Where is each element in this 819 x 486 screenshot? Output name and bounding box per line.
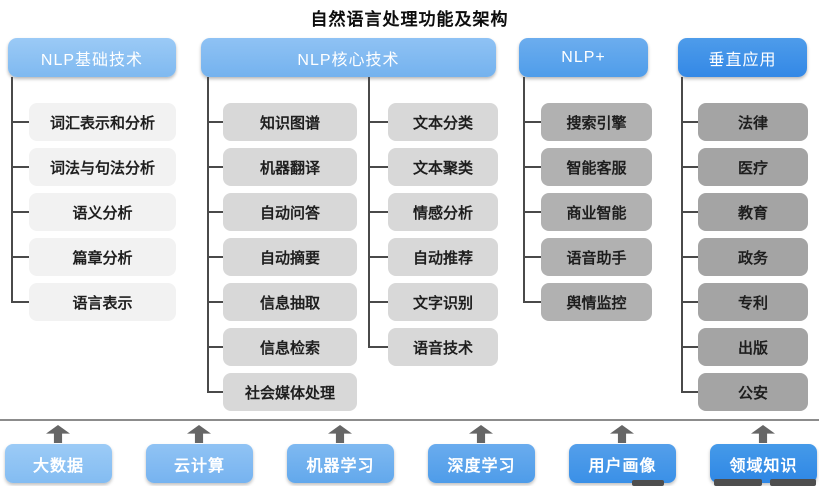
tree-node: 词法与句法分析 [11,148,176,186]
up-arrow-icon [610,425,634,443]
nlp-core-left-list: 知识图谱 机器翻译 自动问答 自动摘要 信息抽取 信息检索 社会媒体处理 [207,103,357,411]
connector-vline [207,77,209,392]
tree-node: 智能客服 [523,148,652,186]
foundation-box: 领域知识 [710,444,817,483]
tree-node: 政务 [681,238,808,276]
tree-node: 文本聚类 [368,148,498,186]
connector-vline [523,77,525,302]
tree-node: 信息检索 [207,328,357,366]
connector-vline [11,77,13,302]
tree-node: 舆情监控 [523,283,652,321]
tree-node: 机器翻译 [207,148,357,186]
vertical-apps-list: 法律 医疗 教育 政务 专利 出版 公安 [681,103,808,411]
foundation-box: 机器学习 [287,444,394,483]
column-header-nlp-plus: NLP+ [519,38,648,77]
watermark-fragment [632,480,664,486]
tree-node: 文本分类 [368,103,498,141]
tree-node: 教育 [681,193,808,231]
tree-node: 商业智能 [523,193,652,231]
tree-node: 篇章分析 [11,238,176,276]
tree-node: 自动摘要 [207,238,357,276]
divider-line [0,419,819,421]
up-arrow-icon [328,425,352,443]
tree-node: 公安 [681,373,808,411]
column-header-nlp-core: NLP核心技术 [201,38,496,77]
nlp-basic-list: 词汇表示和分析 词法与句法分析 语义分析 篇章分析 语言表示 [11,103,176,321]
tree-node: 专利 [681,283,808,321]
foundation-box: 大数据 [5,444,112,483]
column-header-vertical-apps: 垂直应用 [678,38,807,77]
tree-node: 出版 [681,328,808,366]
tree-node: 社会媒体处理 [207,373,357,411]
nlp-plus-list: 搜索引擎 智能客服 商业智能 语音助手 舆情监控 [523,103,652,321]
watermark-fragment [770,479,816,486]
tree-node: 语义分析 [11,193,176,231]
tree-node: 语言表示 [11,283,176,321]
tree-node: 法律 [681,103,808,141]
tree-node: 自动推荐 [368,238,498,276]
tree-node: 语音技术 [368,328,498,366]
up-arrow-icon [187,425,211,443]
diagram-title: 自然语言处理功能及架构 [310,10,509,29]
up-arrow-icon [751,425,775,443]
watermark-fragment [714,479,762,486]
tree-node: 搜索引擎 [523,103,652,141]
up-arrow-icon [46,425,70,443]
connector-vline [681,77,683,392]
foundation-box: 云计算 [146,444,253,483]
tree-node: 文字识别 [368,283,498,321]
tree-node: 信息抽取 [207,283,357,321]
tree-node: 情感分析 [368,193,498,231]
column-header-nlp-basic: NLP基础技术 [8,38,176,77]
foundation-box: 用户画像 [569,444,676,483]
tree-node: 语音助手 [523,238,652,276]
up-arrow-icon [469,425,493,443]
tree-node: 自动问答 [207,193,357,231]
tree-node: 词汇表示和分析 [11,103,176,141]
tree-node: 医疗 [681,148,808,186]
nlp-core-right-list: 文本分类 文本聚类 情感分析 自动推荐 文字识别 语音技术 [368,103,498,366]
tree-node: 知识图谱 [207,103,357,141]
foundation-box: 深度学习 [428,444,535,483]
